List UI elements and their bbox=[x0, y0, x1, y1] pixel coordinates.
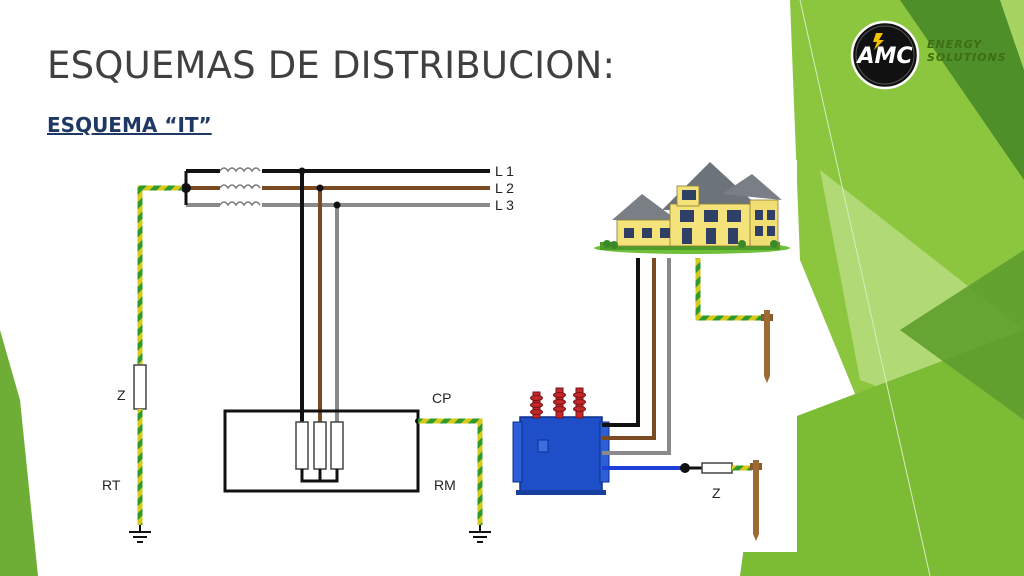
house-icon bbox=[594, 162, 790, 254]
label-rt: RT bbox=[102, 477, 121, 493]
label-cp: CP bbox=[432, 390, 451, 406]
secondary-l3 bbox=[602, 258, 671, 455]
label-l2: L 2 bbox=[495, 180, 514, 196]
page-title: ESQUEMAS DE DISTRIBUCION: bbox=[47, 44, 616, 87]
node-l2 bbox=[316, 184, 324, 192]
ground-rod-icon bbox=[750, 460, 762, 541]
earth-conductor-left bbox=[137, 185, 182, 365]
label-z-left: Z bbox=[117, 387, 126, 403]
right-dark-shard bbox=[900, 250, 1024, 420]
right-top-shard bbox=[1000, 0, 1024, 70]
ground-rod-icon bbox=[761, 310, 773, 383]
logo-tagline-line2: SOLUTIONS bbox=[927, 51, 1007, 64]
secondary-l1 bbox=[602, 258, 640, 427]
right-mid-shard bbox=[740, 330, 1024, 576]
coil-icon bbox=[219, 167, 261, 207]
logo-tagline: ENERGY SOLUTIONS bbox=[927, 38, 1007, 64]
load-impedances bbox=[295, 421, 344, 470]
logo-bolt-icon bbox=[873, 33, 884, 50]
page-subtitle: ESQUEMA “IT” bbox=[47, 113, 212, 137]
load-star bbox=[300, 469, 339, 483]
left-bottom-band bbox=[0, 330, 38, 576]
it-scheme-diagram: L 1 L 2 L 3 Z RT CP RM Z bbox=[102, 160, 797, 552]
label-l3: L 3 bbox=[495, 197, 514, 213]
deco-line bbox=[799, 0, 931, 576]
earth-conductor-rm bbox=[418, 418, 483, 525]
earth-ground-icon bbox=[129, 525, 151, 543]
label-l1: L 1 bbox=[495, 163, 514, 179]
secondary-l2 bbox=[602, 258, 656, 440]
node-l3 bbox=[333, 201, 341, 209]
earth-ground-icon bbox=[469, 525, 491, 543]
impedance-icon bbox=[701, 462, 733, 474]
label-z-right: Z bbox=[712, 485, 721, 501]
node-l1 bbox=[298, 167, 306, 175]
label-rm: RM bbox=[434, 477, 456, 493]
earth-conductor-house bbox=[695, 258, 763, 321]
amc-logo: AMC bbox=[850, 20, 920, 90]
impedance-icon bbox=[133, 364, 147, 410]
star-node bbox=[181, 183, 191, 193]
load-enclosure bbox=[223, 409, 420, 493]
logo-tagline-line1: ENERGY bbox=[927, 38, 983, 51]
logo-text: AMC bbox=[855, 44, 912, 69]
